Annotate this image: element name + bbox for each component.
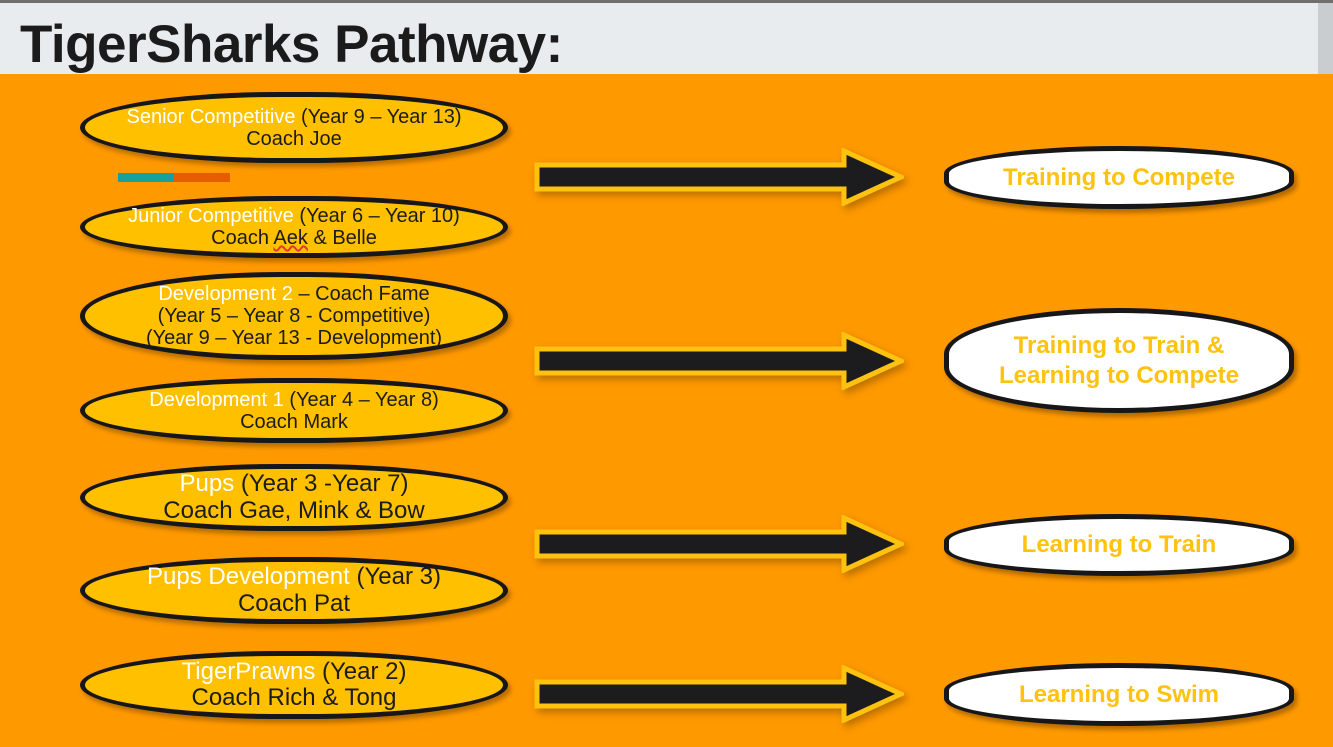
page-title: TigerSharks Pathway:	[20, 15, 563, 74]
accent-bar-orange-segment	[174, 173, 230, 182]
outcome-line-1: Training to Compete	[1002, 163, 1235, 191]
outcome-line-1: Learning to Swim	[1018, 680, 1219, 708]
outcome-line-1: Training to Train &	[1013, 332, 1225, 360]
squad-pill-line-1: Junior Competitive (Year 6 – Year 10)	[97, 205, 491, 227]
top-border-rule	[0, 0, 1333, 3]
squad-pill-line-1: Development 2 – Coach Fame	[97, 283, 491, 305]
coach-name-misspelled: Aek	[273, 227, 308, 249]
squad-pill-senior-competitive[interactable]: Senior Competitive (Year 9 – Year 13) Co…	[80, 92, 508, 163]
squad-years: (Year 3)	[349, 563, 441, 591]
squad-pill-tigerprawns[interactable]: TigerPrawns (Year 2) Coach Rich & Tong	[80, 651, 508, 719]
squad-name: Development 2	[158, 283, 293, 305]
squad-pill-line-1: TigerPrawns (Year 2)	[97, 657, 491, 685]
outcome-text: Learning to Train	[1022, 530, 1217, 559]
squad-name: Junior Competitive	[128, 205, 294, 227]
title-band-right-edge	[1318, 3, 1333, 74]
squad-pill-line-1: Pups (Year 3 -Year 7)	[97, 470, 491, 498]
squad-name: Development 1	[149, 388, 284, 411]
arrow-to-learning-to-train-icon	[534, 515, 904, 573]
arrow-to-training-to-compete-icon	[534, 148, 904, 206]
squad-years-line-3: (Year 9 – Year 13 - Development)	[145, 327, 443, 349]
squad-pill-text: Development 2 – Coach Fame (Year 5 – Yea…	[85, 283, 503, 349]
squad-pill-pups[interactable]: Pups (Year 3 -Year 7) Coach Gae, Mink & …	[80, 464, 508, 531]
squad-pill-text: Senior Competitive (Year 9 – Year 13) Co…	[85, 106, 503, 150]
squad-name: Senior Competitive	[126, 105, 296, 128]
squad-pill-pups-development[interactable]: Pups Development (Year 3) Coach Pat	[80, 557, 508, 624]
squad-coach: Coach Pat	[237, 589, 351, 617]
squad-coach: Coach Joe	[246, 127, 342, 150]
squad-pill-line-1: Development 1 (Year 4 – Year 8)	[97, 389, 491, 411]
outcome-text: Training to Compete	[1003, 163, 1235, 192]
squad-years-line-2: (Year 5 – Year 8 - Competitive)	[157, 305, 431, 327]
squad-pill-development-2[interactable]: Development 2 – Coach Fame (Year 5 – Yea…	[80, 272, 508, 360]
squad-years: (Year 9 – Year 13)	[295, 105, 462, 128]
coach-suffix: & Belle	[307, 227, 377, 249]
squad-coach: – Coach Fame	[292, 283, 430, 305]
squad-pill-text: Junior Competitive (Year 6 – Year 10) Co…	[85, 205, 503, 249]
squad-name: Pups Development	[147, 563, 350, 591]
squad-pill-junior-competitive[interactable]: Junior Competitive (Year 6 – Year 10) Co…	[80, 196, 508, 258]
squad-name: TigerPrawns	[181, 657, 316, 685]
accent-bar	[118, 173, 230, 182]
squad-coach: Coach Rich & Tong	[191, 684, 397, 711]
outcome-text: Training to Train & Learning to Compete	[999, 331, 1239, 390]
squad-years: (Year 3 -Year 7)	[234, 470, 409, 498]
squad-pill-text: Pups Development (Year 3) Coach Pat	[85, 563, 503, 617]
squad-years: (Year 6 – Year 10)	[293, 205, 460, 227]
outcome-box-learning-to-train[interactable]: Learning to Train	[944, 514, 1294, 576]
accent-bar-teal-segment	[118, 173, 174, 182]
squad-years: (Year 2)	[315, 657, 407, 685]
outcome-box-learning-to-swim[interactable]: Learning to Swim	[944, 663, 1294, 726]
squad-coach: Coach Mark	[240, 410, 348, 433]
squad-pill-line-1: Senior Competitive (Year 9 – Year 13)	[97, 106, 491, 128]
squad-pill-text: Development 1 (Year 4 – Year 8) Coach Ma…	[85, 389, 503, 433]
coach-prefix: Coach	[211, 227, 274, 249]
squad-pill-text: Pups (Year 3 -Year 7) Coach Gae, Mink & …	[85, 470, 503, 524]
squad-coach: Coach Gae, Mink & Bow	[163, 496, 425, 524]
outcome-line-2: Learning to Compete	[998, 361, 1239, 389]
arrow-to-learning-to-swim-icon	[534, 665, 904, 723]
squad-years: (Year 4 – Year 8)	[283, 388, 439, 411]
squad-pill-text: TigerPrawns (Year 2) Coach Rich & Tong	[85, 657, 503, 712]
title-band	[0, 3, 1318, 74]
squad-pill-development-1[interactable]: Development 1 (Year 4 – Year 8) Coach Ma…	[80, 378, 508, 443]
outcome-box-training-to-compete[interactable]: Training to Compete	[944, 146, 1294, 209]
outcome-line-1: Learning to Train	[1021, 531, 1217, 559]
arrow-to-training-to-train-icon	[534, 332, 904, 390]
squad-pill-line-1: Pups Development (Year 3)	[97, 563, 491, 591]
squad-coach: Coach Aek & Belle	[97, 227, 491, 249]
squad-name: Pups	[179, 470, 235, 498]
outcome-text: Learning to Swim	[1019, 680, 1219, 709]
outcome-box-training-to-train[interactable]: Training to Train & Learning to Compete	[944, 308, 1294, 413]
